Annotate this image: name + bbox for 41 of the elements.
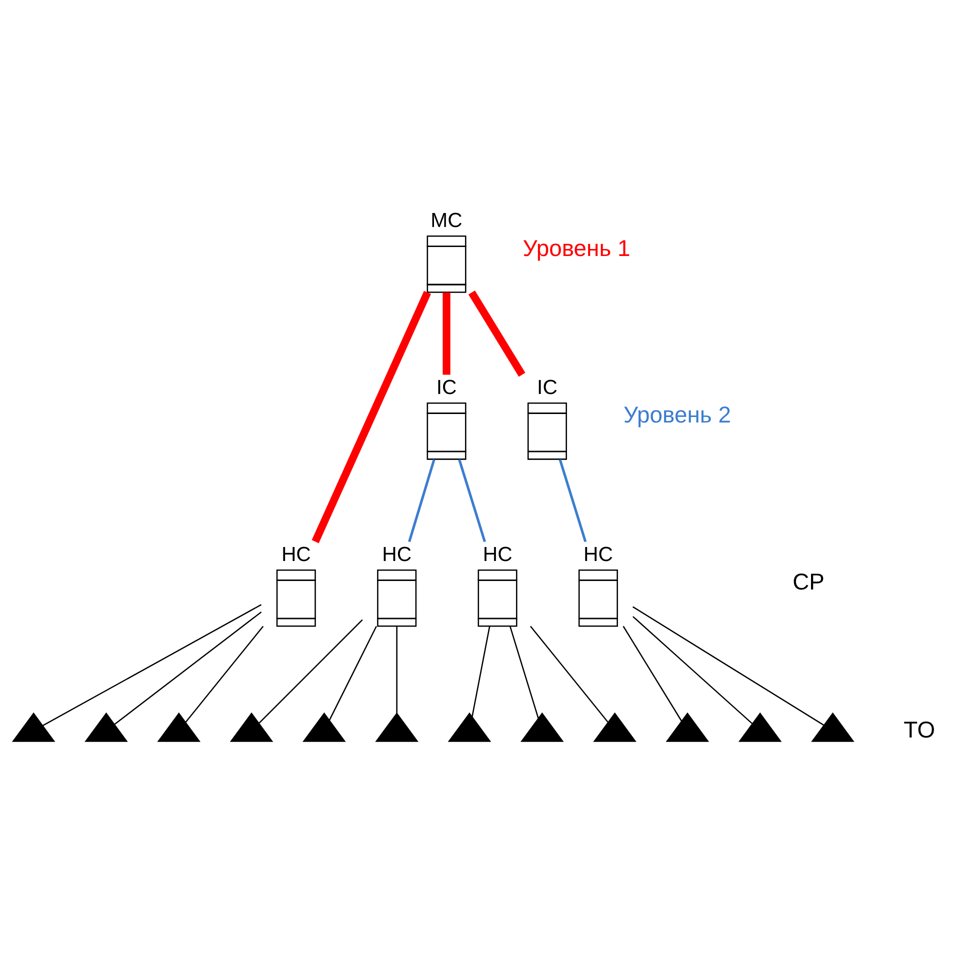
label: Уровень 2 <box>623 402 731 428</box>
connector <box>396 626 398 714</box>
node-label: HC <box>281 544 311 566</box>
connector <box>114 612 262 725</box>
connector <box>530 626 608 723</box>
connector <box>312 290 431 544</box>
connector <box>509 626 539 719</box>
node-triangle <box>738 712 782 742</box>
connector <box>458 459 486 542</box>
node-triangle <box>448 712 492 742</box>
node-triangle <box>375 712 418 742</box>
label: CP <box>792 568 824 595</box>
connector <box>632 606 824 726</box>
node-triangle <box>84 712 128 742</box>
connector <box>472 626 490 717</box>
node-label: IC <box>436 376 457 399</box>
node-label: HC <box>584 544 613 566</box>
node-triangle <box>811 712 854 742</box>
connector <box>328 626 377 721</box>
node-label: IC <box>537 376 558 399</box>
node-triangle <box>12 712 56 742</box>
connector <box>622 626 682 722</box>
connector <box>185 626 264 723</box>
node-label: MC <box>430 210 462 232</box>
node-triangle <box>666 712 710 742</box>
node-triangle <box>520 712 564 742</box>
connector <box>408 459 436 542</box>
connector <box>442 292 450 375</box>
node-label: HC <box>382 544 412 566</box>
node-triangle <box>302 712 346 742</box>
connector <box>632 616 753 724</box>
node-label: HC <box>482 544 512 566</box>
node-triangle <box>230 712 274 742</box>
connector <box>558 459 587 542</box>
connector <box>258 619 363 724</box>
node-triangle <box>157 712 201 742</box>
node-triangle <box>593 712 636 742</box>
label: Уровень 1 <box>522 234 630 261</box>
label: TO <box>904 716 936 743</box>
connector <box>468 290 526 377</box>
connector <box>42 604 262 726</box>
